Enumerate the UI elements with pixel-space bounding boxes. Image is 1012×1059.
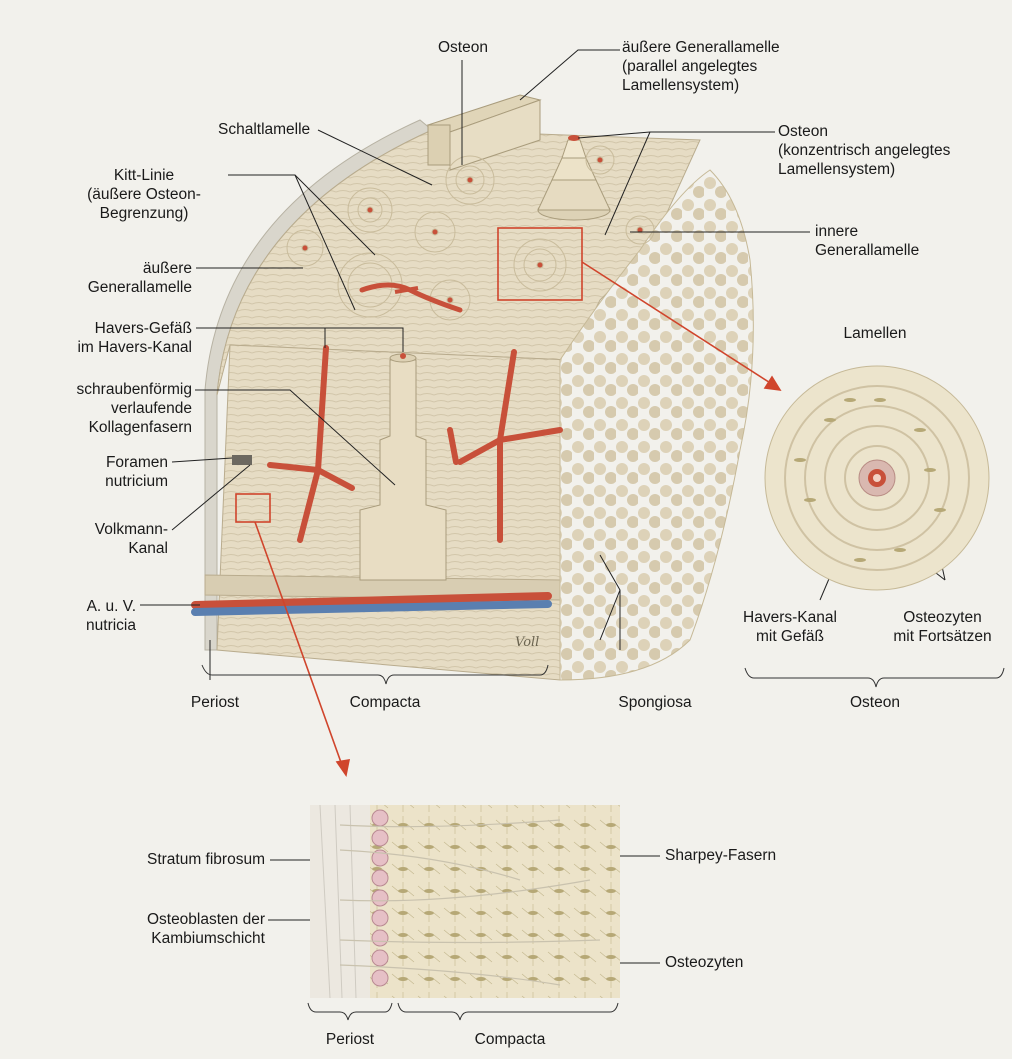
artist-signature: Voll: [515, 635, 539, 650]
label-osteocytes-processes: Osteozyten mit Fortsätzen: [875, 608, 1010, 646]
label-a-u-v-nutricia: A. u. V. nutricia: [30, 597, 136, 635]
label-osteon-concentric: Osteon (konzentrisch angelegtes Lamellen…: [778, 122, 978, 179]
label-periost-detail: Periost: [305, 1030, 395, 1049]
label-sharpey-fasern: Sharpey-Fasern: [665, 846, 835, 865]
label-periost: Periost: [170, 693, 260, 712]
label-collagen-fibres: schraubenförmig verlaufende Kollagenfase…: [10, 380, 192, 437]
label-compacta: Compacta: [330, 693, 440, 712]
label-kitt-linie: Kitt-Linie (äußere Osteon- Begrenzung): [64, 166, 224, 223]
label-osteozyten: Osteozyten: [665, 953, 815, 972]
label-lamellen: Lamellen: [825, 324, 925, 343]
label-schaltlamelle: Schaltlamelle: [218, 120, 338, 139]
label-compacta-detail: Compacta: [455, 1030, 565, 1049]
label-havers-canal: Havers-Kanal mit Gefäß: [735, 608, 845, 646]
label-osteoblasts: Osteoblasten der Kambiumschicht: [60, 910, 265, 948]
label-foramen-nutricium: Foramen nutricium: [30, 453, 168, 491]
label-spongiosa: Spongiosa: [600, 693, 710, 712]
label-outer-general-lamella-top: äußere Generallamelle (parallel angelegt…: [622, 38, 822, 95]
label-havers-vessel: Havers-Gefäß im Havers-Kanal: [30, 319, 192, 357]
label-stratum-fibrosum: Stratum fibrosum: [60, 850, 265, 869]
label-osteon-top: Osteon: [433, 38, 493, 57]
detail-panel: [310, 805, 620, 998]
label-volkmann-canal: Volkmann- Kanal: [30, 520, 168, 558]
label-osteon-bottom: Osteon: [830, 693, 920, 712]
label-outer-general-lamella-left: äußere Generallamelle: [30, 259, 192, 297]
label-inner-general-lamella: innere Generallamelle: [815, 222, 965, 260]
